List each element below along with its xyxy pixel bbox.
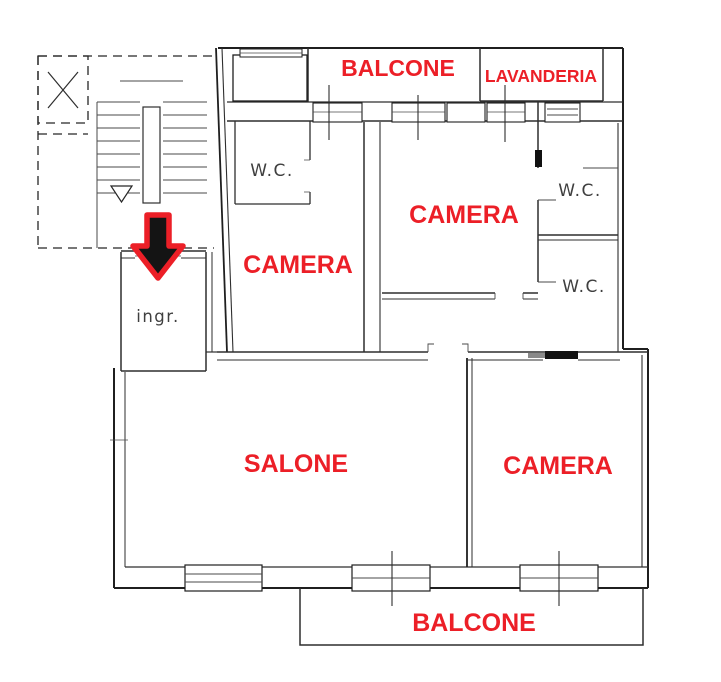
survey-ticks-top bbox=[328, 85, 506, 142]
staircase bbox=[96, 80, 207, 248]
window bbox=[446, 102, 486, 123]
room-label-wc-right-upper: W.C. bbox=[558, 181, 602, 201]
wc-top-left-walls bbox=[234, 121, 311, 205]
hallway-wall bbox=[217, 343, 648, 361]
window bbox=[184, 564, 263, 592]
window bbox=[312, 102, 363, 123]
door-threshold bbox=[535, 150, 542, 167]
lavanderia-walls bbox=[479, 48, 604, 102]
balcony-bottom-outline bbox=[299, 588, 644, 646]
room-label-camera-top-center: CAMERA bbox=[409, 201, 519, 229]
room-label-lavanderia: LAVANDERIA bbox=[485, 66, 597, 86]
elevator-cross-icon bbox=[47, 71, 79, 109]
elevator-shaft bbox=[37, 55, 89, 124]
survey-ticks-bottom bbox=[391, 551, 560, 606]
bay-window bbox=[232, 48, 308, 102]
room-label-wc-top-left: W.C. bbox=[250, 161, 294, 181]
stairwell-divider-wall bbox=[215, 47, 234, 353]
camera-divider-wall bbox=[363, 122, 381, 352]
room-label-balcone-bottom: BALCONE bbox=[412, 609, 536, 637]
salone-camera-divider bbox=[466, 358, 473, 567]
stairwell-area bbox=[37, 55, 216, 249]
room-label-salone: SALONE bbox=[244, 450, 348, 478]
lavanderia-door bbox=[544, 102, 581, 123]
window bbox=[486, 102, 526, 123]
door-leaf bbox=[528, 353, 545, 358]
entrance-arrow-icon bbox=[130, 212, 186, 281]
camera-center-bottom-wall bbox=[382, 292, 538, 300]
room-label-camera-bottom-right: CAMERA bbox=[503, 452, 613, 480]
room-label-wc-right-lower: W.C. bbox=[562, 277, 606, 297]
door-threshold bbox=[545, 351, 578, 359]
room-label-balcone-top: BALCONE bbox=[341, 55, 455, 81]
room-label-ingresso: ingr. bbox=[136, 307, 180, 326]
exterior-walls bbox=[113, 47, 649, 589]
stair-direction-icon bbox=[109, 185, 134, 204]
room-label-camera-top-left: CAMERA bbox=[243, 251, 353, 279]
top-wall-and-windows bbox=[227, 48, 623, 142]
wc-right-walls bbox=[535, 101, 618, 283]
bottom-windows bbox=[110, 439, 599, 606]
